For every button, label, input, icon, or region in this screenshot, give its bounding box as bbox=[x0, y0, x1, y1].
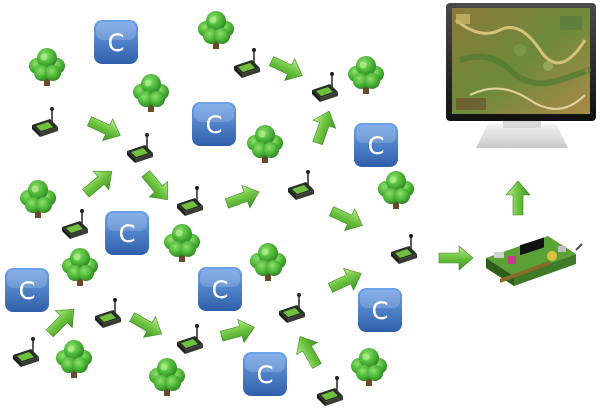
sensor-node-icon bbox=[390, 233, 418, 265]
arrow-icon bbox=[438, 245, 474, 271]
arrow-icon bbox=[266, 50, 308, 87]
sensor-node-icon bbox=[287, 169, 315, 201]
cluster-head-icon: C bbox=[192, 102, 236, 146]
monitor-icon bbox=[446, 3, 596, 148]
arrow-icon bbox=[136, 165, 178, 208]
tree-icon bbox=[247, 125, 283, 163]
tree-icon bbox=[62, 248, 98, 286]
tree-icon bbox=[348, 56, 384, 94]
tree-icon bbox=[149, 358, 185, 396]
sensor-node-icon bbox=[176, 185, 204, 217]
svg-text:C: C bbox=[19, 277, 36, 305]
sensor-node-icon bbox=[311, 71, 339, 103]
map-display bbox=[452, 8, 592, 114]
trees bbox=[20, 11, 414, 396]
sensor-node-icon bbox=[126, 132, 154, 164]
arrow-icon bbox=[505, 180, 531, 216]
sensor-node-icon bbox=[176, 323, 204, 355]
tree-icon bbox=[250, 243, 286, 281]
arrow-icon bbox=[84, 110, 126, 147]
sensor-node-icon bbox=[61, 208, 89, 240]
arrow-icon bbox=[305, 106, 341, 148]
sensor-node-icon bbox=[31, 106, 59, 138]
cluster-head-icon: C bbox=[94, 20, 138, 64]
tree-icon bbox=[133, 74, 169, 112]
arrow-icon bbox=[77, 161, 120, 203]
svg-text:C: C bbox=[119, 220, 136, 248]
cluster-head-icon: C bbox=[243, 352, 287, 396]
cluster-head-icon: C bbox=[354, 123, 398, 167]
arrow-icon bbox=[289, 330, 328, 373]
sensor-node-icon bbox=[278, 292, 306, 324]
arrow-icon bbox=[222, 180, 264, 216]
tree-icon bbox=[164, 224, 200, 262]
arrow-icon bbox=[326, 200, 368, 237]
arrow-icon bbox=[218, 315, 258, 349]
svg-text:C: C bbox=[108, 29, 125, 57]
arrow-icon bbox=[125, 306, 168, 345]
svg-text:C: C bbox=[206, 111, 223, 139]
cluster-head-icon: C bbox=[358, 288, 402, 332]
svg-text:C: C bbox=[368, 132, 385, 160]
svg-text:C: C bbox=[257, 361, 274, 389]
cluster-head-icon: C bbox=[5, 268, 49, 312]
tree-icon bbox=[198, 11, 234, 49]
svg-text:C: C bbox=[212, 276, 229, 304]
tree-icon bbox=[351, 348, 387, 386]
sensor-node-icon bbox=[233, 47, 261, 79]
svg-text:C: C bbox=[372, 297, 389, 325]
sensor-node-icon bbox=[12, 336, 40, 368]
cluster-head-icon: C bbox=[198, 267, 242, 311]
cluster-head-icon: C bbox=[105, 211, 149, 255]
gateway-board-icon bbox=[486, 236, 583, 286]
tree-icon bbox=[29, 48, 65, 86]
tree-icon bbox=[20, 180, 56, 218]
tree-icon bbox=[56, 340, 92, 378]
sensor-node-icon bbox=[316, 375, 344, 407]
sensor-node-icon bbox=[94, 297, 122, 329]
tree-icon bbox=[378, 171, 414, 209]
cluster-heads: C C C C C C C C bbox=[5, 20, 402, 396]
